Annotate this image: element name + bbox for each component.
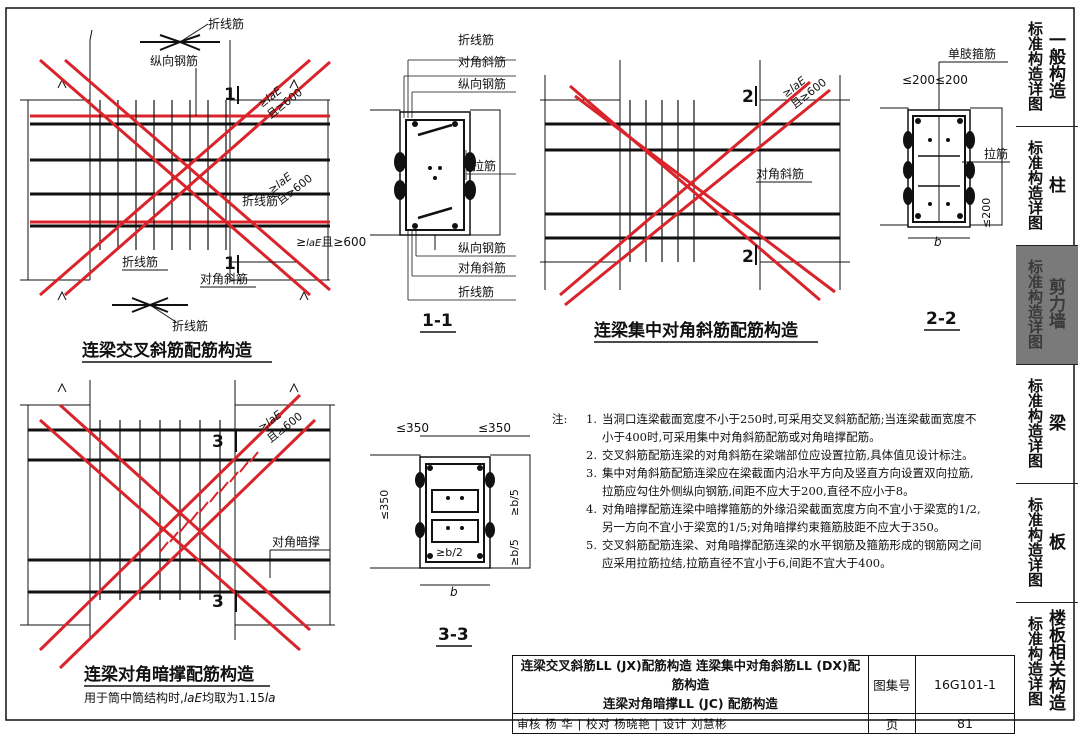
note-item: 5.交叉斜筋配筋连梁、对角暗撑配筋连梁的水平钢筋及箍筋形成的钢筋网之间应采用拉筋… (586, 538, 982, 570)
note-item: 2.交叉斜筋配筋连梁的对角斜筋在梁端部位应设置拉筋,具体值见设计标注。 (586, 448, 974, 462)
fig22-dim200: ≤200 (980, 198, 993, 228)
page-label: 页 (868, 713, 916, 734)
page-number: 81 (915, 713, 1015, 734)
fig1-anchor3: ≥laE且≥600 (296, 235, 366, 249)
fig2-sec-top: 2 (742, 87, 754, 107)
fig22-lajin: 拉筋 (984, 146, 1008, 161)
fig2-duijiao: 对角斜筋 (756, 166, 804, 181)
tab-shear-wall-prefix: 标准构造详图 (1027, 258, 1043, 351)
atlas-label: 图集号 (868, 655, 916, 714)
fig11-label-1: 对角斜筋 (458, 54, 506, 69)
chapter-tabs: 标准构造详图 一般构造 标准构造详图 柱 标准构造详图 剪力墙 标准构造详图 梁… (1016, 8, 1080, 723)
fig11-label-4: 纵向钢筋 (458, 240, 506, 255)
fig11-title: 1-1 (422, 311, 453, 331)
tab-shear-wall-label: 剪力墙 (1049, 277, 1066, 332)
fig33-title: 3-3 (438, 625, 469, 645)
fig33-b5a: ≥b/5 (508, 489, 521, 516)
note-item: 4.对角暗撑配筋连梁中暗撑箍筋的外缘沿梁截面宽度方向不宜小于梁宽的1/2,另一方… (586, 502, 981, 534)
tab-slab[interactable]: 标准构造详图 板 (1016, 484, 1078, 603)
fig33-b2: ≥b/2 (436, 546, 463, 559)
tab-slab-label: 板 (1049, 532, 1066, 553)
fig33-b5b: ≥b/5 (508, 539, 521, 566)
fig1-sec-bottom: 1 (224, 254, 236, 274)
fig3-duijiao: 对角暗撑 (272, 534, 320, 549)
fig22-danzhi: 单肢箍筋 (948, 46, 996, 61)
note-item: 1.当洞口连梁截面宽度不小于250时,可采用交叉斜筋配筋;当连梁截面宽度不小于4… (586, 412, 977, 444)
fig3-subtitle: 用于筒中筒结构时,laE均取为1.15la (84, 690, 276, 705)
fig11-label-3: 拉筋 (472, 158, 496, 173)
fig33-d350c: ≤350 (378, 490, 391, 520)
fig1-zhexian-mid: 折线筋 (242, 193, 278, 208)
tab-slab-related[interactable]: 标准构造详图 楼板相关构造 (1016, 603, 1078, 721)
fig1-zhexian-left: 折线筋 (122, 254, 158, 269)
tab-column[interactable]: 标准构造详图 柱 (1016, 127, 1078, 246)
notes-lead: 注: (552, 412, 568, 426)
fig3-title: 连梁对角暗撑配筋构造 (84, 664, 255, 685)
design-notes: 注: 1.当洞口连梁截面宽度不小于250时,可采用交叉斜筋配筋;当连梁截面宽度不… (552, 410, 982, 572)
fig22-b: b (934, 235, 942, 249)
fig-section-2-2: 单肢箍筋 ≤200≤200 拉筋 ≤200 b 2-2 (880, 46, 1010, 331)
fig1-zhexian-bottom: 折线筋 (172, 318, 208, 333)
tab-column-label: 柱 (1049, 175, 1066, 196)
fig3-sec-bottom: 3 (212, 592, 224, 612)
fig11-label-5: 对角斜筋 (458, 260, 506, 275)
fig1-anchor2: ≥laE (266, 170, 295, 196)
fig-diagonal-brace: 3 3 ≥laE 且≥600 对角暗撑 连梁对角暗撑配筋构造 用于筒中筒结构时,… (20, 380, 335, 705)
fig33-d350a: ≤350 (396, 421, 429, 435)
fig11-label-0: 折线筋 (458, 32, 494, 47)
fig-section-1-1: 折线筋 对角斜筋 纵向钢筋 拉筋 纵向钢筋 对角斜筋 折线筋 1-1 (370, 32, 516, 333)
note-item: 3.集中对角斜筋配筋连梁应在梁截面内沿水平方向及竖直方向设置双向拉筋,拉筋应勾住… (586, 466, 974, 498)
fig22-spacing: ≤200≤200 (902, 73, 968, 87)
drawing-title-line1: 连梁交叉斜筋LL (JX)配筋构造 连梁集中对角斜筋LL (DX)配筋构造 (520, 658, 861, 692)
tab-general-prefix: 标准构造详图 (1027, 20, 1043, 113)
fig2-sec-bottom: 2 (742, 247, 754, 267)
fig1-zhexian-top: 折线筋 (208, 16, 244, 31)
fig-section-3-3: ≤350 ≤350 ≤350 ≥b/5 ≥b/5 ≥b/2 b 3-3 (370, 421, 531, 647)
tab-beam-prefix: 标准构造详图 (1027, 377, 1043, 470)
signature-row: 审核 杨 华 | 校对 杨晓艳 | 设计 刘慧彬 (512, 713, 869, 734)
tab-slab-related-label: 楼板相关构造 (1049, 609, 1066, 714)
title-block: 连梁交叉斜筋LL (JX)配筋构造 连梁集中对角斜筋LL (DX)配筋构造 连梁… (512, 655, 1015, 734)
drawing-title: 连梁交叉斜筋LL (JX)配筋构造 连梁集中对角斜筋LL (DX)配筋构造 连梁… (512, 655, 869, 714)
fig11-label-6: 折线筋 (458, 284, 494, 299)
tab-general[interactable]: 标准构造详图 一般构造 (1016, 8, 1078, 127)
fig11-label-2: 纵向钢筋 (458, 76, 506, 91)
fig2-title: 连梁集中对角斜筋配筋构造 (594, 320, 799, 341)
fig-concentrated-diagonal: 2 2 ≥laE 且≥600 对角斜筋 连梁集中对角斜筋配筋构造 (540, 60, 850, 343)
fig1-sec-top: 1 (224, 85, 236, 105)
tab-slab-prefix: 标准构造详图 (1027, 496, 1043, 589)
tab-beam-label: 梁 (1049, 413, 1066, 434)
fig1-duijiao: 对角斜筋 (200, 271, 248, 286)
atlas-number: 16G101-1 (915, 655, 1015, 714)
fig33-b: b (450, 585, 458, 599)
tab-shear-wall[interactable]: 标准构造详图 剪力墙 (1016, 246, 1078, 365)
fig-cross-diagonal: 1 1 折线筋 纵向钢筋 ≥laE 且≥600 ≥laE 且≥600 ≥laE且… (20, 16, 366, 363)
notes-list: 1.当洞口连梁截面宽度不小于250时,可采用交叉斜筋配筋;当连梁截面宽度不小于4… (552, 410, 982, 572)
fig1-title: 连梁交叉斜筋配筋构造 (82, 340, 253, 361)
fig22-title: 2-2 (926, 309, 957, 329)
tab-beam[interactable]: 标准构造详图 梁 (1016, 365, 1078, 484)
drawing-title-line2: 连梁对角暗撑LL (JC) 配筋构造 (603, 696, 778, 711)
fig1-zongxiang: 纵向钢筋 (150, 53, 198, 68)
fig33-d350b: ≤350 (478, 421, 511, 435)
fig3-sec-top: 3 (212, 432, 224, 452)
tab-slab-related-prefix: 标准构造详图 (1027, 615, 1043, 708)
tab-general-label: 一般构造 (1049, 31, 1066, 102)
tab-column-prefix: 标准构造详图 (1027, 139, 1043, 232)
